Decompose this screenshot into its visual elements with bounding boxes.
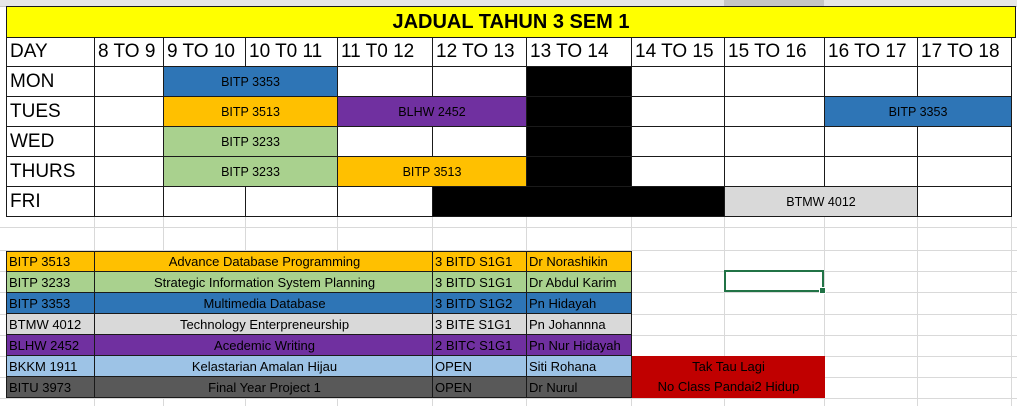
- header-11-12[interactable]: 11 T0 12: [338, 38, 433, 67]
- legend-name[interactable]: Strategic Information System Planning: [95, 272, 433, 293]
- note-line-1: Tak Tau Lagi: [692, 359, 765, 374]
- cell-wed-11[interactable]: [338, 127, 433, 157]
- cell-thurs-17[interactable]: [918, 157, 1012, 187]
- blocked-mon-13[interactable]: [527, 67, 632, 97]
- legend-code[interactable]: BITP 3233: [6, 272, 95, 293]
- header-17-18[interactable]: 17 TO 18: [918, 38, 1012, 67]
- legend-code[interactable]: BLHW 2452: [6, 335, 95, 356]
- class-fri-btmw4012[interactable]: BTMW 4012: [725, 187, 918, 217]
- cell-tues-8[interactable]: [95, 97, 164, 127]
- class-thurs-bitp3233[interactable]: BITP 3233: [164, 157, 338, 187]
- header-9-10[interactable]: 9 TO 10: [164, 38, 246, 67]
- cell-fri-10[interactable]: [246, 187, 338, 217]
- legend-lecturer[interactable]: Siti Rohana: [527, 356, 632, 377]
- cell-wed-16[interactable]: [825, 127, 918, 157]
- header-8-9[interactable]: 8 TO 9: [95, 38, 164, 67]
- blocked-thurs-13[interactable]: [527, 157, 632, 187]
- class-thurs-bitp3513[interactable]: BITP 3513: [338, 157, 527, 187]
- blocked-fri-12-15[interactable]: [433, 187, 725, 217]
- cell-mon-16[interactable]: [825, 67, 918, 97]
- legend-name[interactable]: Final Year Project 1: [95, 377, 433, 398]
- legend-section[interactable]: 3 BITE S1G1: [433, 314, 527, 335]
- legend-section[interactable]: 3 BITD S1G1: [433, 251, 527, 272]
- legend-lecturer[interactable]: Dr Norashikin: [527, 251, 632, 272]
- class-tues-bitp3353[interactable]: BITP 3353: [825, 97, 1012, 127]
- legend-code[interactable]: BITP 3513: [6, 251, 95, 272]
- cell-wed-12[interactable]: [433, 127, 527, 157]
- active-cell-selection[interactable]: [724, 270, 826, 294]
- cell-fri-9[interactable]: [164, 187, 246, 217]
- cell-mon-14[interactable]: [632, 67, 725, 97]
- legend-name[interactable]: Acedemic Writing: [95, 335, 433, 356]
- cell-mon-17[interactable]: [918, 67, 1012, 97]
- day-tues[interactable]: TUES: [6, 97, 95, 127]
- blocked-tues-13[interactable]: [527, 97, 632, 127]
- day-thurs[interactable]: THURS: [6, 157, 95, 187]
- legend-code[interactable]: BTMW 4012: [6, 314, 95, 335]
- cell-fri-11[interactable]: [338, 187, 433, 217]
- legend-lecturer[interactable]: Pn Hidayah: [527, 293, 632, 314]
- blocked-wed-13[interactable]: [527, 127, 632, 157]
- gridline: [0, 250, 1017, 251]
- legend-section[interactable]: OPEN: [433, 356, 527, 377]
- cell-mon-11[interactable]: [338, 67, 433, 97]
- class-tues-bitp3513[interactable]: BITP 3513: [164, 97, 338, 127]
- cell-tues-14[interactable]: [632, 97, 725, 127]
- legend-name[interactable]: Advance Database Programming: [95, 251, 433, 272]
- header-14-15[interactable]: 14 TO 15: [632, 38, 725, 67]
- cell-thurs-16[interactable]: [825, 157, 918, 187]
- header-15-16[interactable]: 15 TO 16: [725, 38, 825, 67]
- class-wed-bitp3233[interactable]: BITP 3233: [164, 127, 338, 157]
- note-line-2: No Class Pandai2 Hidup: [657, 379, 800, 394]
- cell-mon-15[interactable]: [725, 67, 825, 97]
- timetable-title[interactable]: JADUAL TAHUN 3 SEM 1: [6, 6, 1016, 38]
- cell-tues-15[interactable]: [725, 97, 825, 127]
- legend-section[interactable]: OPEN: [433, 377, 527, 398]
- legend-name[interactable]: Kelastarian Amalan Hijau: [95, 356, 433, 377]
- header-13-14[interactable]: 13 TO 14: [527, 38, 632, 67]
- legend-section[interactable]: 3 BITD S1G1: [433, 272, 527, 293]
- legend-code[interactable]: BKKM 1911: [6, 356, 95, 377]
- class-tues-blhw2452[interactable]: BLHW 2452: [338, 97, 527, 127]
- cell-fri-17[interactable]: [918, 187, 1012, 217]
- cell-mon-12[interactable]: [433, 67, 527, 97]
- cell-wed-14[interactable]: [632, 127, 725, 157]
- day-wed[interactable]: WED: [6, 127, 95, 157]
- note-cell[interactable]: Tak Tau Lagi No Class Pandai2 Hidup: [632, 356, 825, 398]
- cell-wed-8[interactable]: [95, 127, 164, 157]
- cell-thurs-14[interactable]: [632, 157, 725, 187]
- legend-lecturer[interactable]: Dr Abdul Karim: [527, 272, 632, 293]
- cell-wed-15[interactable]: [725, 127, 825, 157]
- day-mon[interactable]: MON: [6, 67, 95, 97]
- header-16-17[interactable]: 16 TO 17: [825, 38, 918, 67]
- cell-thurs-15[interactable]: [725, 157, 825, 187]
- legend-lecturer[interactable]: Pn Nur Hidayah: [527, 335, 632, 356]
- class-mon-bitp3353[interactable]: BITP 3353: [164, 67, 338, 97]
- cell-wed-17[interactable]: [918, 127, 1012, 157]
- cell-mon-8[interactable]: [95, 67, 164, 97]
- day-fri[interactable]: FRI: [6, 187, 95, 217]
- header-day[interactable]: DAY: [6, 38, 95, 67]
- header-12-13[interactable]: 12 TO 13: [433, 38, 527, 67]
- legend-name[interactable]: Multimedia Database: [95, 293, 433, 314]
- legend-section[interactable]: 3 BITD S1G2: [433, 293, 527, 314]
- gridline: [0, 398, 1017, 399]
- gridline: [0, 227, 1017, 228]
- fill-handle[interactable]: [819, 287, 826, 294]
- legend-name[interactable]: Technology Enterpreneurship: [95, 314, 433, 335]
- selected-column-header: [724, 0, 824, 6]
- cell-fri-8[interactable]: [95, 187, 164, 217]
- header-10-11[interactable]: 10 T0 11: [246, 38, 338, 67]
- legend-code[interactable]: BITU 3973: [6, 377, 95, 398]
- legend-lecturer[interactable]: Dr Nurul: [527, 377, 632, 398]
- legend-section[interactable]: 2 BITC S1G1: [433, 335, 527, 356]
- cell-thurs-8[interactable]: [95, 157, 164, 187]
- legend-lecturer[interactable]: Pn Johannna: [527, 314, 632, 335]
- legend-code[interactable]: BITP 3353: [6, 293, 95, 314]
